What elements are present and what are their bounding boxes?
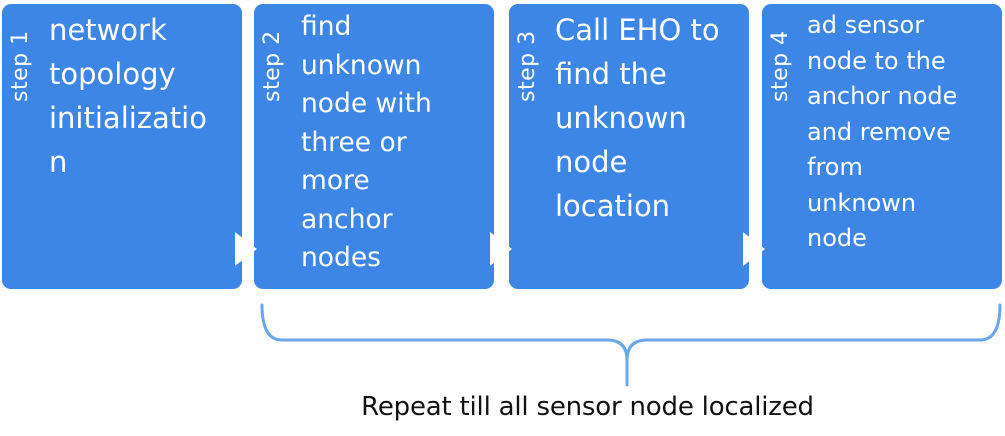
step-2-box: step 2 find unknown node with three or m… [254,4,494,289]
step-4-text: ad sensor node to the anchor node and re… [807,11,958,252]
step-4-box: step 4 ad sensor node to the anchor node… [762,4,1002,289]
arrow-right-icon [743,232,765,266]
step-3-box: step 3 Call EHO to find the unknown node… [509,4,749,289]
repeat-caption: Repeat till all sensor node localized [361,392,814,422]
step-2-text: find unknown node with three or more anc… [301,11,432,273]
step-1-box: step 1 network topology initializatio n [2,4,242,289]
step-1-text: network topology initializatio n [49,13,207,179]
arrow-right-icon [490,232,512,266]
step-3-text: Call EHO to find the unknown node locati… [555,13,720,223]
arrow-right-icon [235,232,257,266]
